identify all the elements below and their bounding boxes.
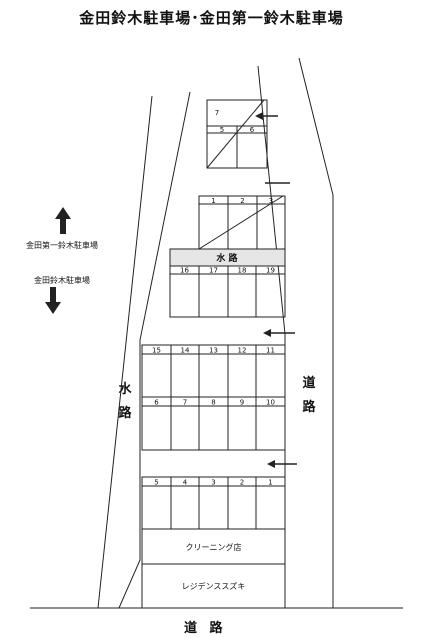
residence-suzuki [141, 563, 286, 609]
up-arrow-icon [55, 207, 71, 234]
waterway-left-edge [97, 95, 153, 609]
lot-number: 6 [154, 399, 159, 407]
lot-number: 18 [238, 267, 247, 275]
lot-block-top [206, 99, 268, 169]
lot-number: 8 [211, 399, 215, 407]
bottom-road-label: 道 路 [184, 621, 227, 636]
lot-number: 13 [209, 347, 218, 355]
lot-block-16-19 [169, 265, 286, 318]
buildings [141, 528, 286, 609]
right-road-label: 道路 [302, 376, 316, 415]
lot-number: 2 [240, 197, 244, 205]
lot-right-boundary [257, 65, 286, 608]
waterway-right-edge [118, 91, 191, 609]
lot-block-upper [198, 195, 286, 250]
lot-number: 12 [238, 347, 247, 355]
map-title: 金田鈴木駐車場･金田第一鈴木駐車場 [79, 9, 344, 27]
lot-number: 2 [240, 479, 244, 487]
lot-number: 5 [220, 126, 224, 134]
legend-arrows [45, 207, 71, 314]
entrance-arrow-icon [255, 112, 278, 120]
legend-up-label: 金田第一鈴木駐車場 [26, 241, 98, 250]
lot-number: 1 [211, 197, 215, 205]
lot-number: 7 [215, 109, 219, 117]
entrance-arrow-icon [263, 329, 295, 337]
lot-number: 11 [266, 347, 275, 355]
lot-block-main [141, 344, 286, 451]
lot-number: 5 [154, 479, 158, 487]
lot-number: 16 [180, 267, 189, 275]
down-arrow-icon [45, 287, 61, 314]
left-waterway-label: 水路 [118, 382, 132, 421]
cleaning-shop-label: クリーニング店 [186, 542, 242, 552]
lot-number: 3 [211, 479, 215, 487]
lot-number: 14 [181, 347, 190, 355]
lot-number: 17 [209, 267, 218, 275]
lot-number: 3 [269, 197, 273, 205]
legend-down-label: 金田鈴木駐車場 [34, 276, 90, 285]
waterway-band-label: 水 路 [216, 252, 238, 264]
lot-number: 15 [152, 347, 161, 355]
residence-label: レジデンススズキ [182, 581, 246, 591]
lot-number: 10 [266, 399, 275, 407]
lot-number: 1 [268, 479, 272, 487]
entrance-arrows [255, 112, 297, 468]
map-boundaries [30, 57, 403, 609]
lot-number: 4 [183, 479, 188, 487]
lot-number: 6 [250, 126, 255, 134]
lot-number: 9 [240, 399, 244, 407]
entrance-arrow-icon [267, 460, 297, 468]
road-right-edge [298, 57, 334, 608]
lot-number: 7 [183, 399, 187, 407]
lot-number: 19 [266, 267, 275, 275]
